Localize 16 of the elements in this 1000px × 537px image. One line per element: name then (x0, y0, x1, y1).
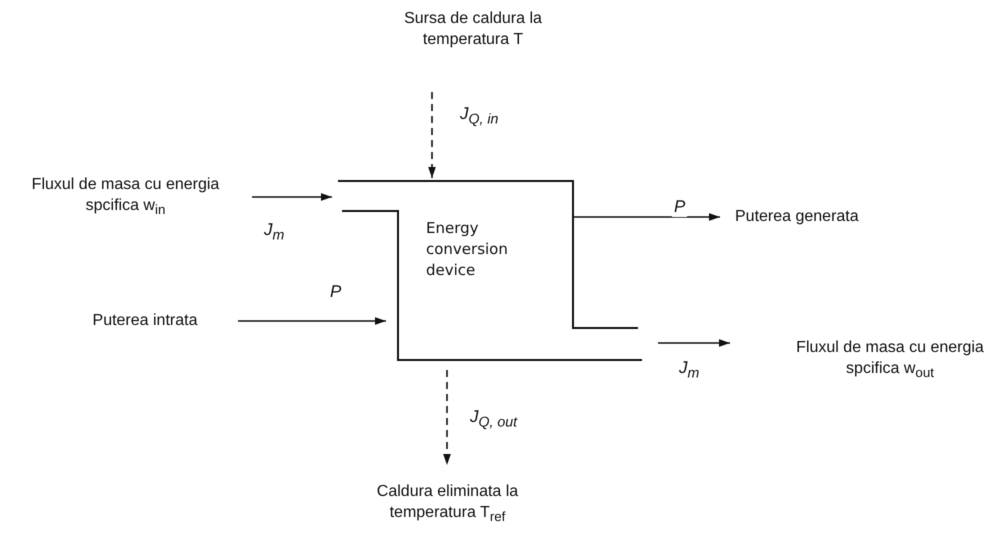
edge-label: P (672, 197, 688, 217)
flow-label: Fluxul de masa cu energia spcifica w$_{in}$ (30, 175, 220, 220)
arrow (252, 193, 332, 201)
dashed-arrow (443, 370, 451, 465)
edge-label: J$_{Q, in}$ (458, 104, 500, 128)
flow-label: Caldura eliminata la temperatura T$_{ref}$ (376, 482, 520, 526)
flow-label: Puterea generata (735, 207, 860, 227)
edge-label: J$_{Q, out}$ (468, 407, 520, 430)
arrow (574, 213, 720, 221)
arrow (658, 339, 730, 347)
flow-label: Sursa de caldura la temperatura T (403, 9, 543, 50)
flow-label: Puterea intrata (92, 311, 198, 331)
device-label: Energy conversion device (426, 218, 509, 281)
dashed-arrow (428, 92, 436, 178)
arrow (238, 317, 386, 325)
flow-label: Fluxul de masa cu energia spcifica w$_{out}$ (795, 338, 985, 382)
